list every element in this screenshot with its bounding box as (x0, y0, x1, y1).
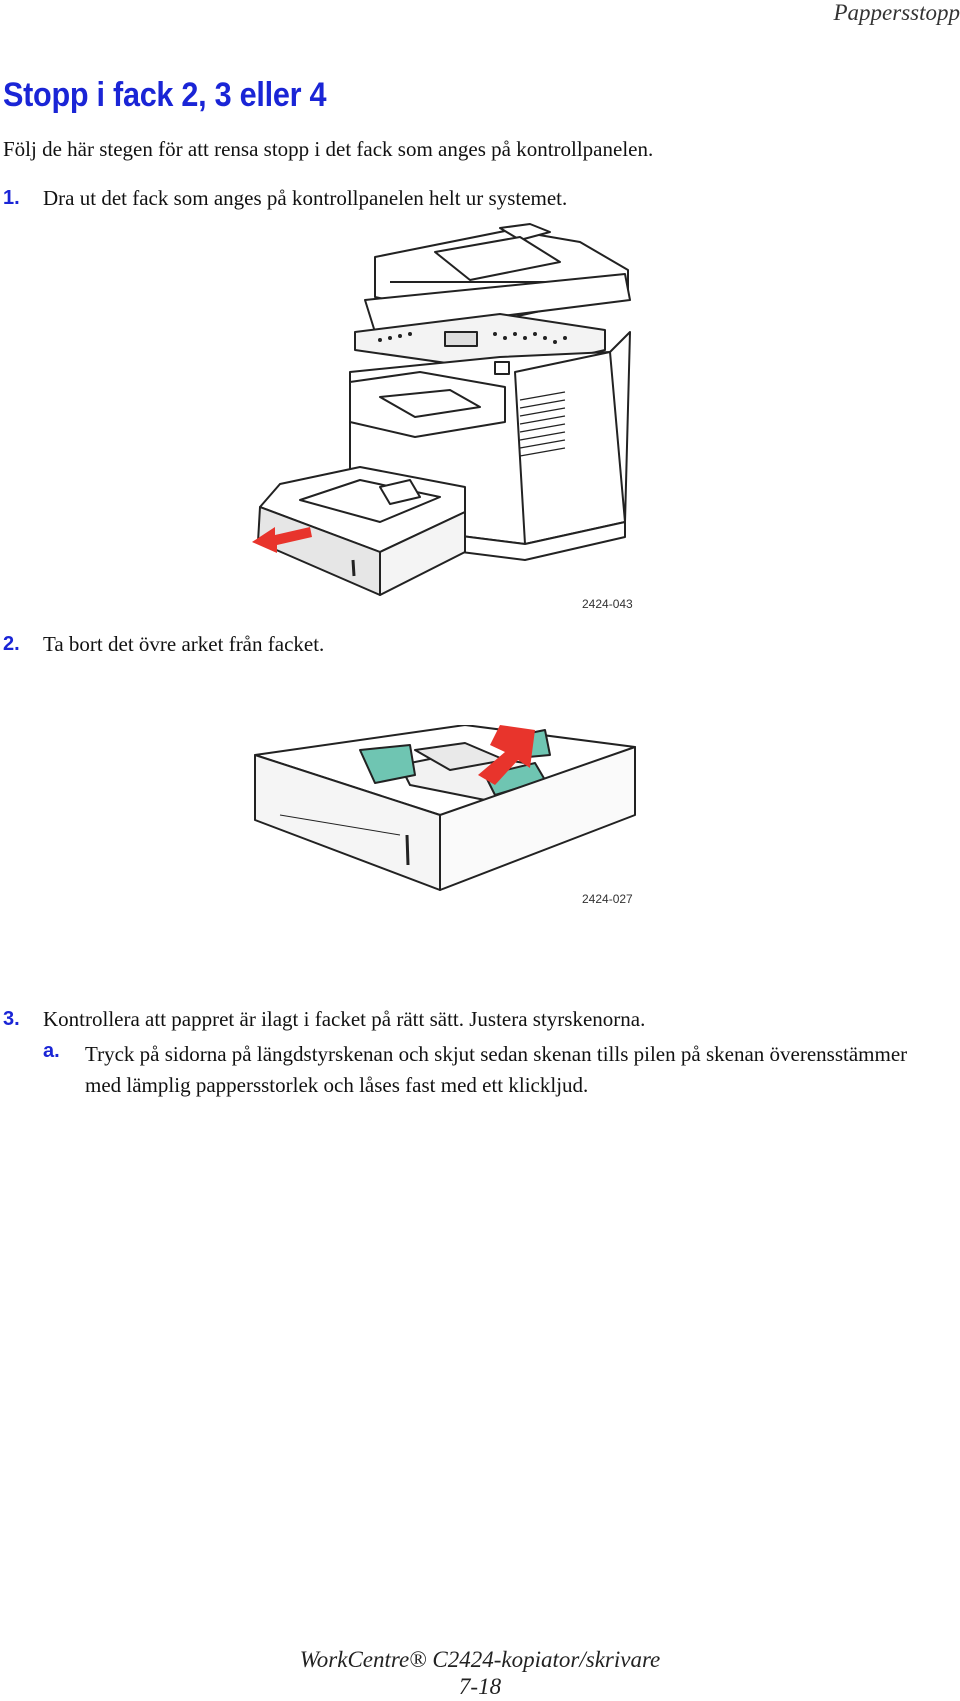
footer-page-number: 7-18 (458, 1674, 502, 1699)
substep-text: Tryck på sidorna på längdstyrskenan och … (85, 1042, 908, 1097)
step-number: 2. (3, 633, 20, 655)
substep-letter: a. (43, 1040, 60, 1062)
step-number: 3. (3, 1008, 20, 1030)
printer-with-tray-icon (252, 223, 631, 596)
figure-code: 2424-027 (582, 892, 633, 906)
running-header: Pappersstopp (833, 0, 960, 25)
step-text: Dra ut det fack som anges på kontrollpan… (43, 186, 568, 210)
intro-paragraph: Följ de här stegen för att rensa stopp i… (3, 137, 654, 161)
step-text: Kontrollera att pappret är ilagt i facke… (43, 1007, 646, 1031)
step-number: 1. (3, 187, 20, 209)
footer-product: WorkCentre® C2424-kopiator/skrivare (299, 1647, 661, 1672)
figure-code: 2424-043 (582, 597, 633, 611)
page-title: Stopp i fack 2, 3 eller 4 (3, 76, 327, 114)
printer-tray-figure: 2424-043 (250, 222, 690, 660)
step-text: Ta bort det övre arket från facket. (43, 632, 325, 656)
paper-tray-icon (254, 724, 636, 891)
paper-tray-figure: 2424-027 (250, 724, 690, 987)
